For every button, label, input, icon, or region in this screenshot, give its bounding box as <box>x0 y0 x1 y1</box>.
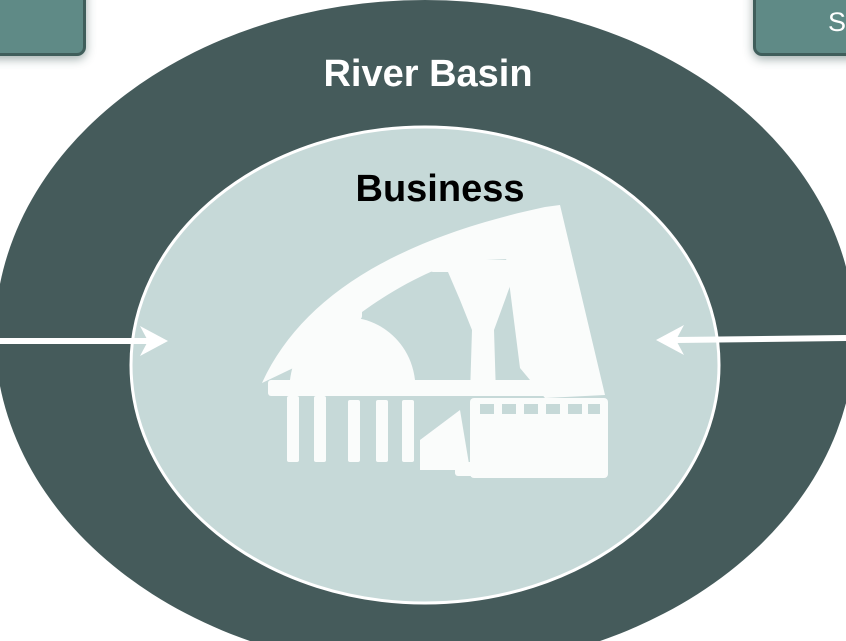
business-circle <box>129 125 721 605</box>
factory-windows <box>480 404 600 414</box>
right-arrow <box>656 325 846 355</box>
left-arrow <box>0 326 168 356</box>
right-side-box-label: S <box>828 7 846 37</box>
left-side-box <box>0 0 86 56</box>
factory-icon <box>262 205 608 478</box>
business-label: Business <box>355 168 525 210</box>
right-side-box: S <box>753 0 846 56</box>
river-basin-label: River Basin <box>323 53 533 95</box>
